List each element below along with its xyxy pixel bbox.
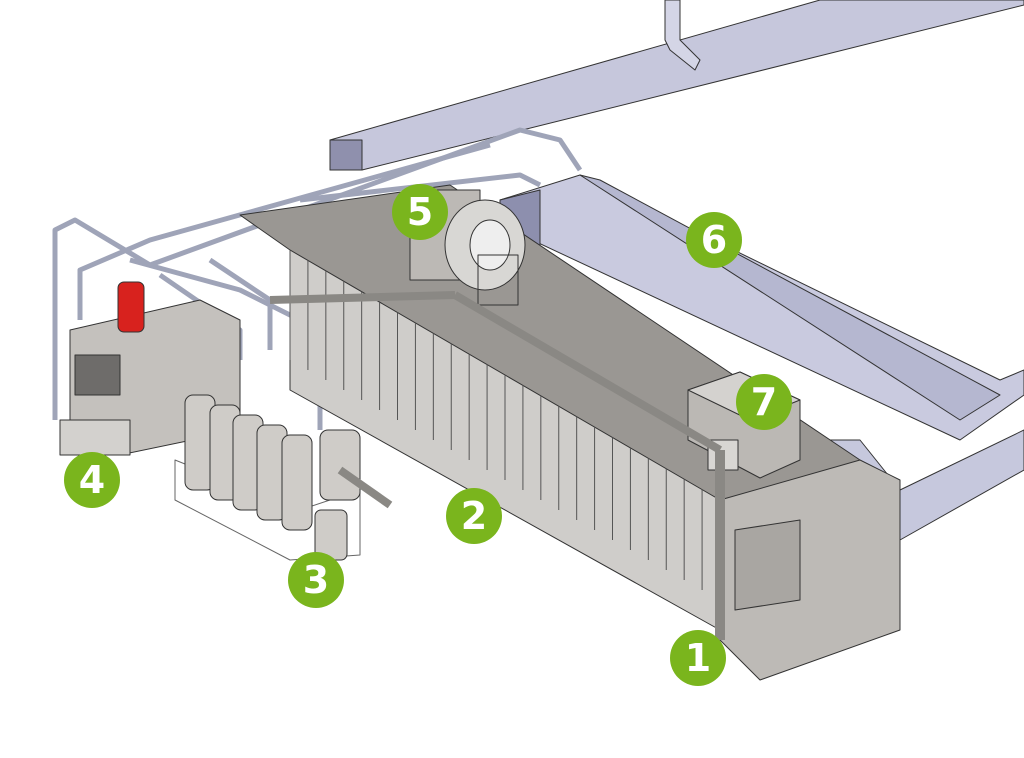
marker-4: 4 (64, 452, 120, 508)
marker-1: 1 (670, 630, 726, 686)
marker-5: 5 (392, 184, 448, 240)
marker-6: 6 (686, 212, 742, 268)
marker-7: 7 (736, 374, 792, 430)
marker-3: 3 (288, 552, 344, 608)
exhaust-duct (329, 0, 1024, 171)
cyclone-filters (174, 394, 393, 561)
dryer-panels (289, 250, 721, 600)
marker-2: 2 (446, 488, 502, 544)
